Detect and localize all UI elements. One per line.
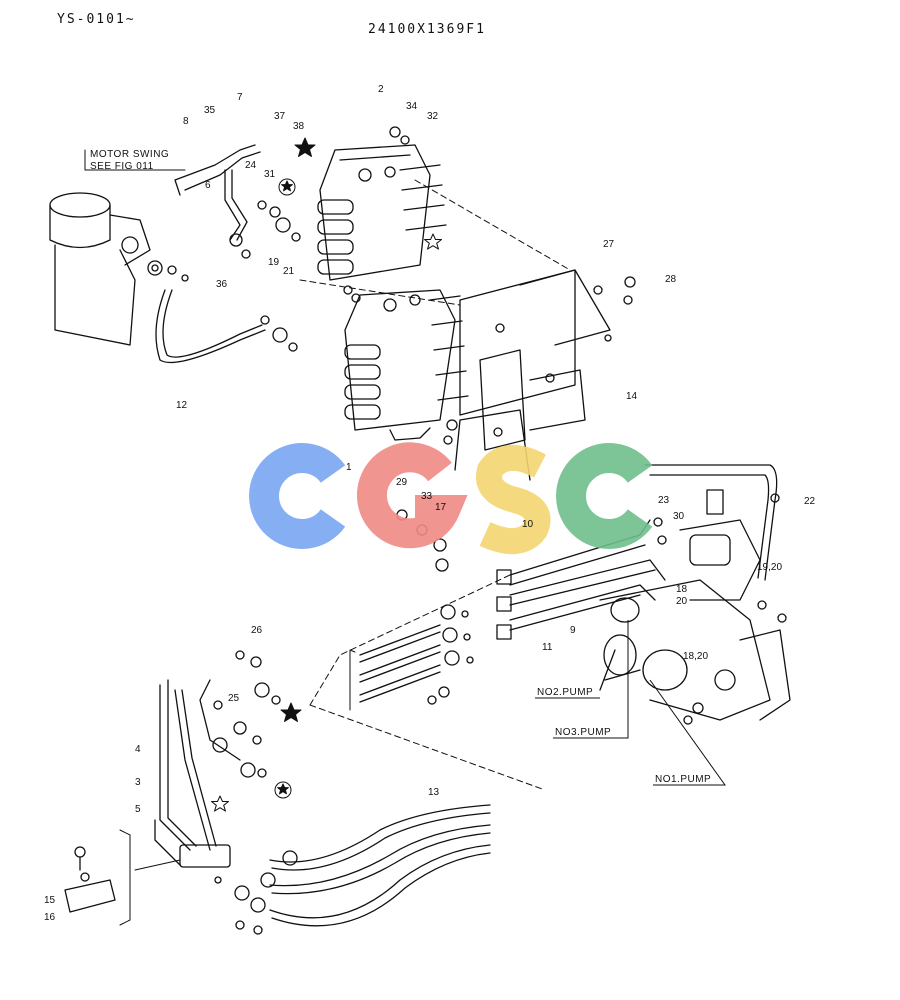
callout-24: 24	[245, 160, 257, 171]
callout-25: 25	[228, 693, 240, 704]
callout-3: 3	[135, 777, 141, 788]
marker-stars	[211, 137, 442, 812]
callout-26: 26	[251, 625, 263, 636]
callout-27: 27	[603, 239, 615, 250]
watermark-letter-g	[357, 442, 468, 549]
callout-13: 13	[428, 787, 440, 798]
callout-30: 30	[673, 511, 685, 522]
hoses-13	[269, 804, 491, 927]
callout-7: 7	[237, 92, 243, 103]
callout-31: 31	[264, 169, 276, 180]
callout-14: 14	[626, 391, 638, 402]
callout-19-20: 19,20	[757, 562, 782, 573]
callout-34: 34	[406, 101, 418, 112]
dashed-leaders	[299, 179, 571, 791]
callout-18: 18	[676, 584, 688, 595]
callout-6: 6	[205, 180, 211, 191]
label-no3-pump: NO3.PUMP	[555, 727, 611, 738]
callout-22: 22	[804, 496, 816, 507]
pipe-6	[224, 169, 241, 241]
callout-9: 9	[570, 625, 576, 636]
pump-hoses	[359, 604, 460, 703]
callout-20: 20	[676, 596, 688, 607]
text-labels: MOTOR SWING SEE FIG 011 NO2.PUMP NO3.PUM…	[90, 149, 726, 786]
valve-bracket	[454, 269, 612, 481]
callout-12: 12	[176, 400, 188, 411]
pipe-22	[644, 464, 778, 581]
callout-23: 23	[658, 495, 670, 506]
callout-11: 11	[542, 642, 553, 653]
label-no2-pump: NO2.PUMP	[537, 687, 593, 698]
callout-36: 36	[216, 279, 228, 290]
watermark-letter-s	[476, 445, 551, 554]
label-no1-pump: NO1.PUMP	[655, 774, 711, 785]
callout-21: 21	[283, 266, 295, 277]
watermark-letter-c1	[249, 443, 346, 549]
callout-29: 29	[396, 477, 408, 488]
swing-motor	[49, 192, 151, 346]
callout-18-20: 18,20	[683, 651, 708, 662]
label-see-fig: SEE FIG 011	[90, 161, 154, 172]
hose-12	[155, 289, 266, 364]
callout-2: 2	[378, 84, 384, 95]
drawing-number: 24100X1369F1	[368, 22, 486, 37]
callout-35: 35	[204, 105, 216, 116]
callout-8: 8	[183, 116, 189, 127]
watermark	[249, 442, 653, 554]
pipes-3-4-5	[154, 679, 241, 868]
label-motor-swing: MOTOR SWING	[90, 149, 169, 160]
watermark-letter-c2	[556, 443, 653, 549]
callout-1: 1	[346, 462, 352, 473]
callout-19: 19	[268, 257, 280, 268]
callout-4: 4	[135, 744, 141, 755]
callout-17: 17	[435, 502, 447, 513]
callout-15: 15	[44, 895, 56, 906]
control-valve-upper	[317, 144, 447, 281]
callout-37: 37	[274, 111, 286, 122]
callout-32: 32	[427, 111, 439, 122]
callout-33: 33	[421, 491, 433, 502]
callout-5: 5	[135, 804, 141, 815]
clamp-15-16	[64, 846, 116, 913]
control-valve-lower	[344, 289, 469, 441]
callout-numbers: 1 2 3 4 5 6 7 8 9 10 11 12 13 14 15 16 1…	[44, 84, 816, 923]
serial-range: YS-0101~	[57, 12, 136, 27]
callout-28: 28	[665, 274, 677, 285]
pipe-8	[174, 144, 256, 196]
callout-38: 38	[293, 121, 305, 132]
callout-10: 10	[522, 519, 534, 530]
fittings	[147, 126, 787, 935]
callout-16: 16	[44, 912, 56, 923]
